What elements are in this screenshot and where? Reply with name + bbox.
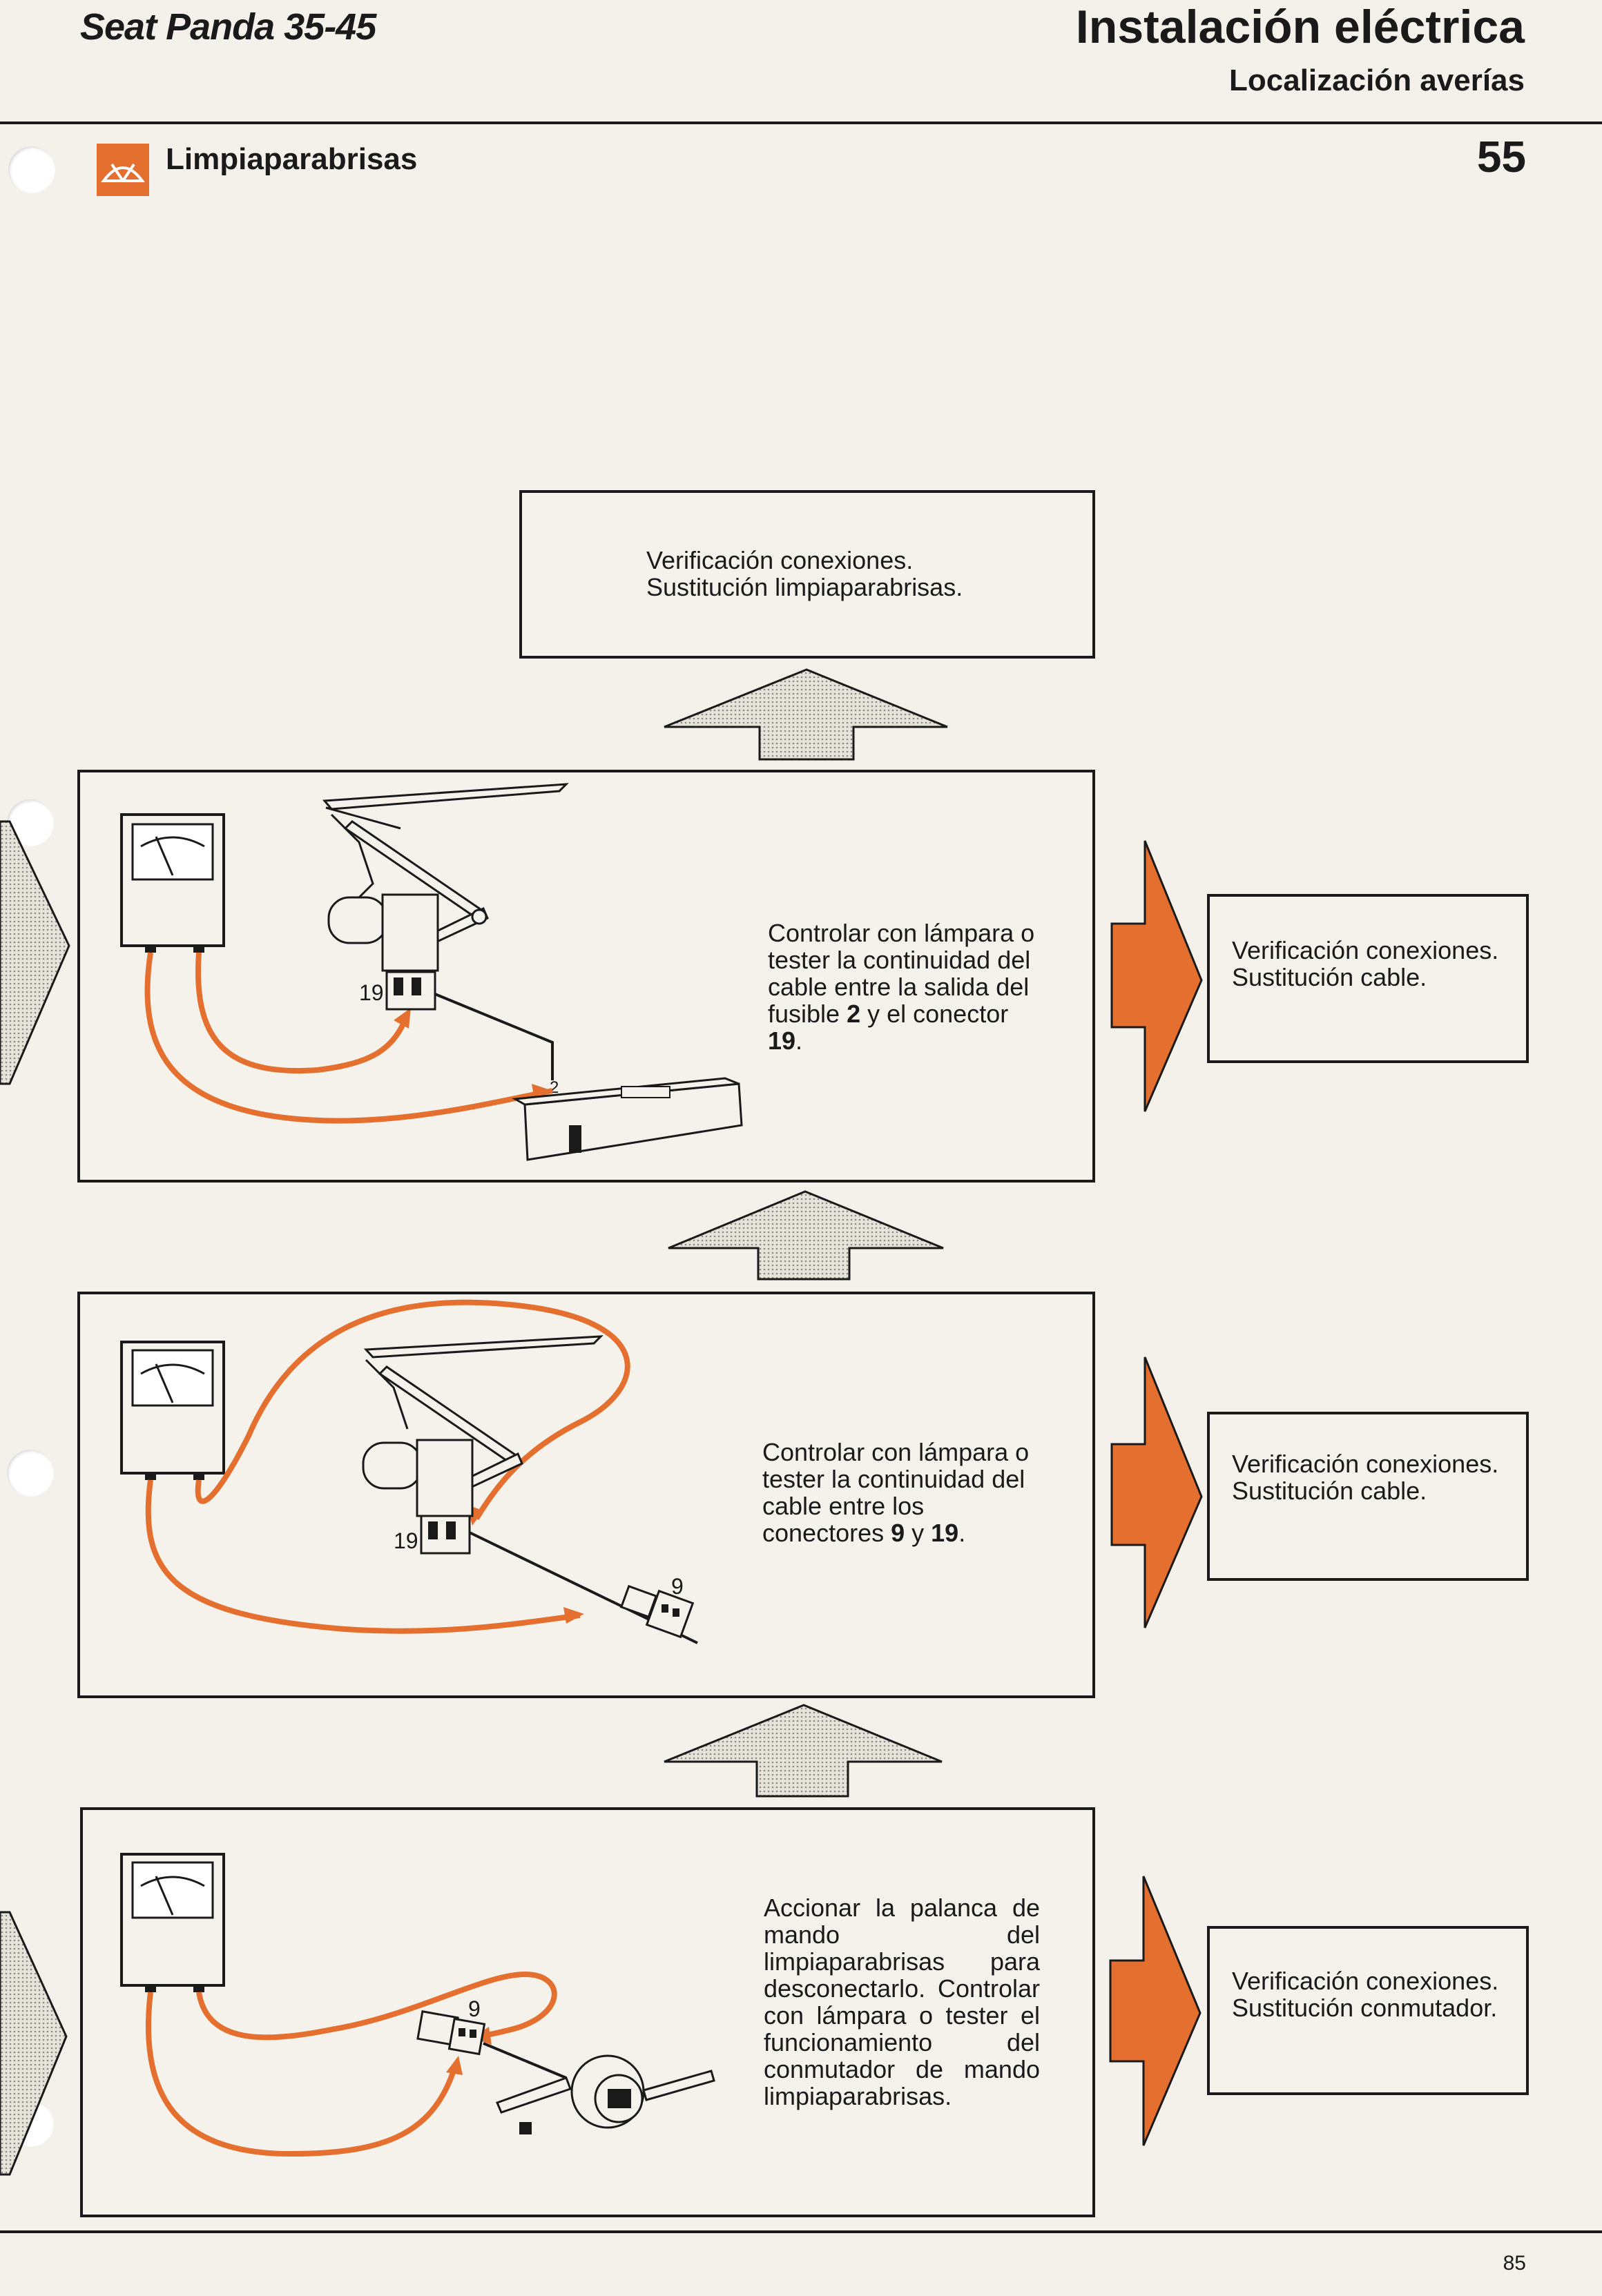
result-line: Sustitución conmutador.: [1232, 1994, 1498, 2022]
binder-hole: [7, 1450, 54, 1497]
ohmmeter: [120, 1341, 225, 1480]
result-box-top: Verificación conexiones. Sustitución lim…: [519, 490, 1095, 659]
binder-hole: [8, 146, 55, 193]
up-arrow: [668, 1190, 944, 1281]
section-number: 55: [1476, 132, 1526, 182]
up-arrow: [664, 668, 948, 761]
step-instruction: Accionar la palanca de mando del limpiap…: [764, 1894, 1040, 2110]
right-arrow: [1109, 1876, 1202, 2146]
wiper-motor: [322, 783, 569, 1011]
wiper-icon: [97, 144, 149, 196]
test-lead: [145, 1479, 581, 1634]
wiper-motor: [362, 1335, 604, 1555]
test-lead: [195, 1299, 630, 1521]
test-lead: [145, 1992, 459, 2157]
left-edge-arrow: [0, 820, 70, 1085]
ohmmeter: [120, 813, 225, 953]
connector-label: 19: [394, 1528, 418, 1553]
manual-model: Seat Panda 35-45: [80, 6, 376, 48]
test-lead: [195, 952, 410, 1073]
header-rule: [0, 121, 1602, 124]
wire: [434, 993, 554, 1080]
fuse-box: [512, 1077, 743, 1161]
connector: [416, 2010, 486, 2056]
connector-label: 19: [359, 980, 384, 1005]
connector-label: 9: [671, 1574, 684, 1599]
footer-rule: [0, 2230, 1602, 2233]
wire: [483, 2042, 567, 2079]
right-arrow: [1110, 840, 1203, 1112]
footer-page-number: 85: [1503, 2252, 1526, 2275]
step-instruction: Controlar con lámpara o tester la contin…: [768, 919, 1035, 1055]
section-label: Limpiaparabrisas: [166, 142, 418, 176]
test-lead: [144, 952, 553, 1124]
result-line: Sustitución cable.: [1232, 1477, 1427, 1505]
result-box: Verificación conexiones. Sustitución cab…: [1207, 1412, 1529, 1581]
result-line: Sustitución cable.: [1232, 963, 1427, 991]
step-instruction: Controlar con lámpara o tester la contin…: [762, 1438, 1030, 1547]
result-line: Verificación conexiones.: [1232, 936, 1499, 964]
up-arrow: [664, 1704, 943, 1798]
result-box: Verificación conexiones. Sustitución con…: [1207, 1926, 1529, 2095]
step-box: [77, 1292, 1095, 1698]
right-arrow: [1110, 1356, 1203, 1628]
result-line: Verificación conexiones.: [1232, 1967, 1499, 1995]
connector-label: 9: [468, 1996, 481, 2021]
wiper-switch: [495, 2054, 715, 2134]
top-box-line1: Verificación conexiones.: [646, 546, 914, 574]
top-box-line2: Sustitución limpiaparabrisas.: [646, 573, 963, 601]
result-box: Verificación conexiones. Sustitución cab…: [1207, 894, 1529, 1063]
ohmmeter: [120, 1853, 225, 1992]
connector: [619, 1584, 695, 1639]
test-lead: [196, 1971, 557, 2041]
left-edge-arrow: [0, 1911, 68, 2176]
result-line: Verificación conexiones.: [1232, 1450, 1499, 1478]
page-title: Instalación eléctrica: [1075, 1, 1525, 53]
page-subtitle: Localización averías: [1229, 64, 1525, 97]
